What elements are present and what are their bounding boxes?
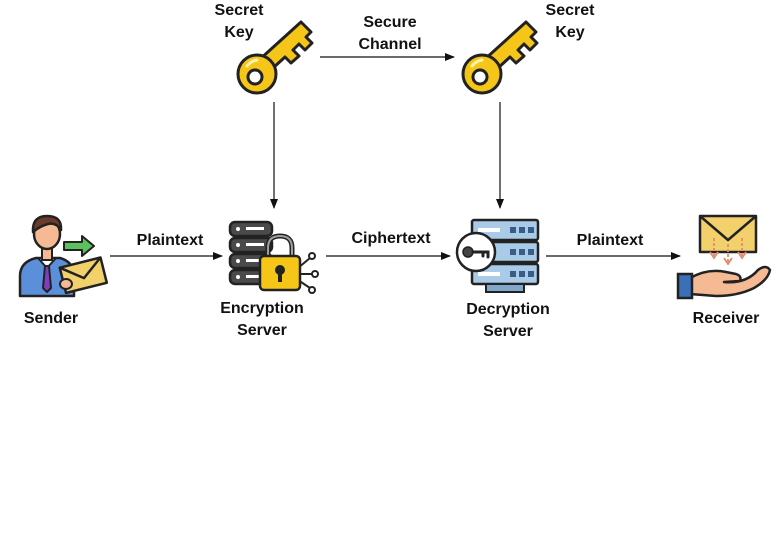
hand-with-envelope-icon [676,214,772,300]
secure-channel-label-line-1: Secure [363,14,417,31]
encryption-server-label-line-2: Server [237,322,287,339]
ciphertext-label: Ciphertext [351,230,431,247]
plaintext-label-left: Plaintext [136,232,204,249]
receiver-label: Receiver [692,310,760,327]
secret-key-label-left-line-1: Secret [214,2,264,19]
database-lock-icon [228,220,319,294]
server-key-icon [455,218,540,293]
encryption-server-label: Encryption Server [202,298,322,342]
secret-key-label-left: Secret Key [199,0,279,44]
person-with-envelope-icon [18,214,108,298]
secure-channel-label-line-2: Channel [358,36,422,53]
key-icon [461,20,539,95]
decryption-server-label-line-2: Server [483,323,533,340]
secure-channel-label: Secure Channel [340,12,440,56]
decryption-server-label-line-1: Decryption [466,301,550,318]
decryption-server-label: Decryption Server [448,299,568,343]
sender-label: Sender [23,310,79,327]
plaintext-label-right: Plaintext [576,232,644,249]
secret-key-label-left-line-2: Key [224,24,254,41]
secret-key-label-right-line-2: Key [555,24,585,41]
secret-key-label-right-line-1: Secret [545,2,595,19]
encryption-server-label-line-1: Encryption [220,300,304,317]
secret-key-label-right: Secret Key [530,0,610,44]
key-icon [236,20,314,95]
